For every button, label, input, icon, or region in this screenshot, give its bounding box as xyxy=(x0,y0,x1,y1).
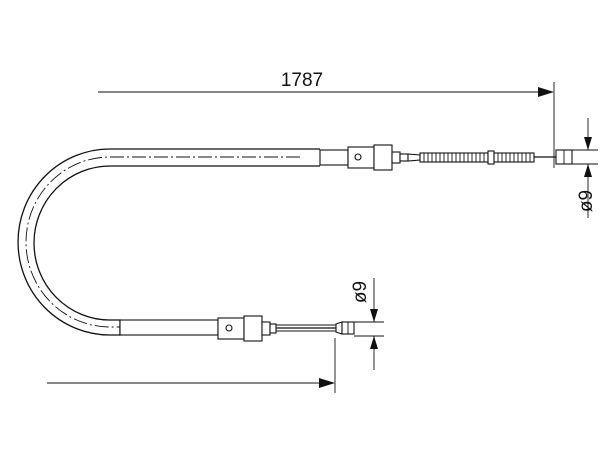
upper-end-fitting xyxy=(319,144,421,171)
lower-fitting-hole xyxy=(225,324,233,332)
lower-end-fitting xyxy=(119,315,336,342)
bottom-reference-dimension xyxy=(47,338,336,393)
left-cable-nipple xyxy=(335,321,355,335)
right-cable-nipple xyxy=(555,149,573,165)
threaded-rod xyxy=(419,150,556,165)
left-diameter-label: ø9 xyxy=(350,281,371,303)
upper-fitting-hole xyxy=(354,153,362,161)
cable-sheath xyxy=(17,148,320,336)
left-diameter-dimension: ø9 xyxy=(350,278,384,370)
overall-length-label: 1787 xyxy=(281,70,323,91)
overall-length-dimension: 1787 xyxy=(98,70,555,168)
right-diameter-label: ø9 xyxy=(576,190,597,212)
right-diameter-dimension: ø9 xyxy=(572,118,598,218)
